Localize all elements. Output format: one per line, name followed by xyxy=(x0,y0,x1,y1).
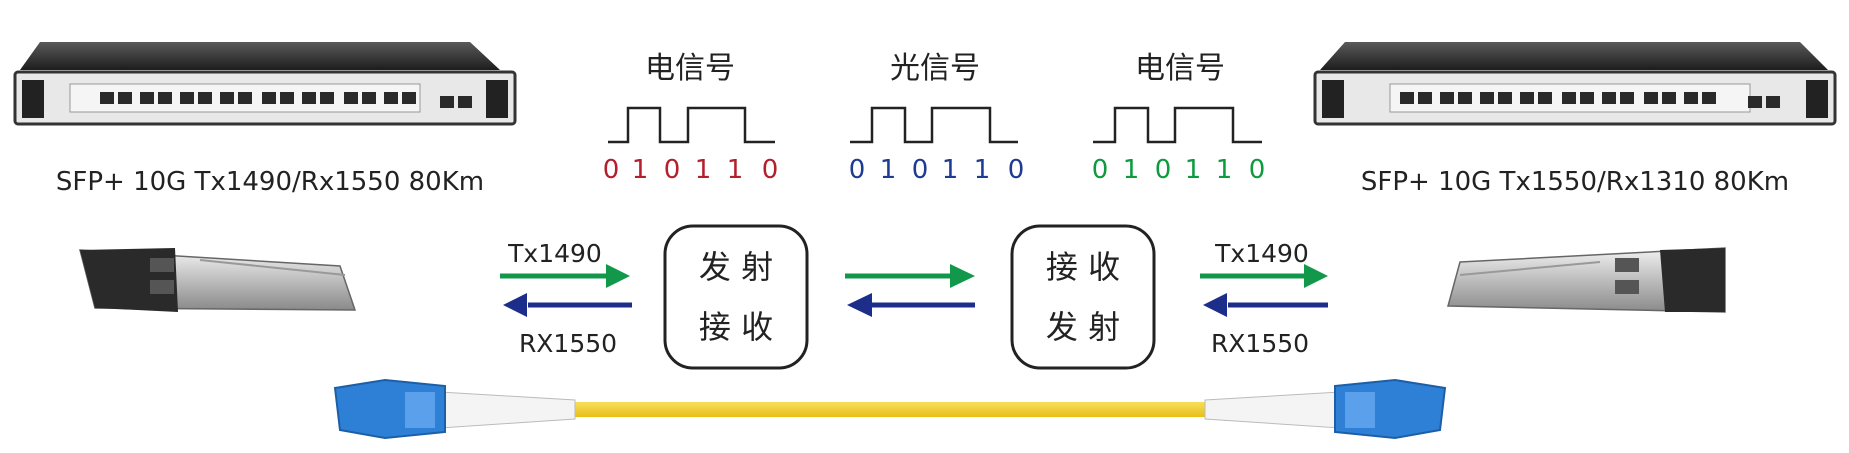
left-module-label: SFP+ 10G Tx1490/Rx1550 80Km xyxy=(56,167,484,197)
right-transceiver-box xyxy=(1010,224,1156,370)
right-tx-arrow xyxy=(1200,264,1328,288)
bit-label: 0 xyxy=(849,155,866,185)
bit-label: 0 xyxy=(603,155,620,185)
bit-label: 0 xyxy=(1155,155,1172,185)
left-box-line2: 接 收 xyxy=(699,308,773,346)
bit-label: 0 xyxy=(664,155,681,185)
bit-label: 0 xyxy=(762,155,779,185)
bits-electrical-left: 0 1 0 1 1 0 xyxy=(603,155,779,185)
bit-label: 1 xyxy=(974,155,991,185)
left-rx-arrow xyxy=(503,293,632,317)
signal-title-electrical-left: 电信号 xyxy=(645,51,735,86)
right-sfp-module xyxy=(1447,247,1726,313)
right-box-line2: 发 射 xyxy=(1046,308,1120,346)
left-tx-arrow xyxy=(500,264,630,288)
left-switch-device xyxy=(13,42,517,126)
bit-label: 0 xyxy=(1092,155,1109,185)
right-module-label: SFP+ 10G Tx1550/Rx1310 80Km xyxy=(1361,167,1789,197)
bit-label: 1 xyxy=(1216,155,1233,185)
right-switch-device xyxy=(1313,42,1837,126)
right-tx-label: Tx1490 xyxy=(1214,239,1309,268)
bit-label: 1 xyxy=(942,155,959,185)
left-box-line1: 发 射 xyxy=(699,248,773,286)
bits-optical: 0 1 0 1 1 0 xyxy=(849,155,1025,185)
waveform-optical xyxy=(850,106,1018,144)
right-rx-label: RX1550 xyxy=(1211,329,1309,358)
bit-label: 0 xyxy=(1008,155,1025,185)
middle-rx-arrow xyxy=(847,293,975,317)
middle-tx-arrow xyxy=(845,264,975,288)
left-sfp-module xyxy=(79,248,357,312)
bits-electrical-right: 0 1 0 1 1 0 xyxy=(1092,155,1266,185)
bit-label: 1 xyxy=(632,155,649,185)
signal-title-electrical-right: 电信号 xyxy=(1135,51,1225,86)
fiber-patch-cable xyxy=(333,378,1447,440)
right-rx-arrow xyxy=(1203,293,1328,317)
right-box-line1: 接 收 xyxy=(1046,248,1120,286)
signal-title-optical: 光信号 xyxy=(890,51,980,86)
bit-label: 1 xyxy=(1185,155,1202,185)
bit-label: 1 xyxy=(695,155,712,185)
bit-label: 1 xyxy=(1123,155,1140,185)
left-rx-label: RX1550 xyxy=(519,329,617,358)
left-transceiver-box xyxy=(663,224,809,370)
bit-label: 1 xyxy=(880,155,897,185)
waveform-electrical-left xyxy=(608,106,775,144)
bit-label: 0 xyxy=(912,155,929,185)
left-tx-label: Tx1490 xyxy=(507,239,602,268)
bit-label: 0 xyxy=(1249,155,1266,185)
waveform-electrical-right xyxy=(1093,106,1262,144)
bit-label: 1 xyxy=(727,155,744,185)
